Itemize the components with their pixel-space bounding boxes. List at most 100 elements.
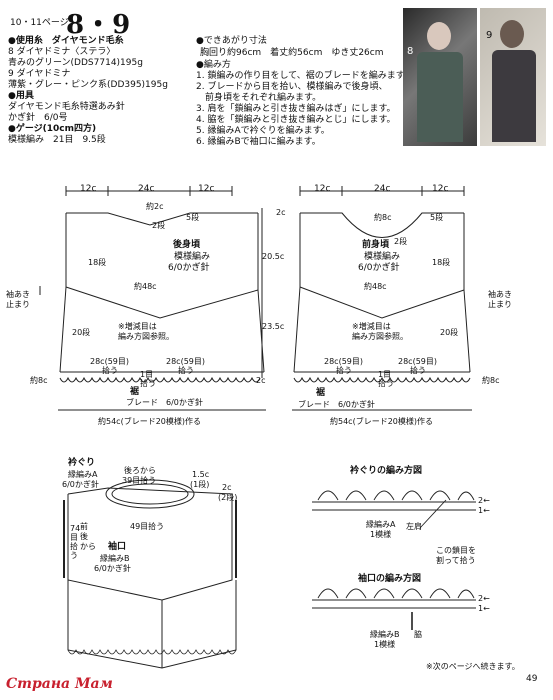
sleeve-depth-2: 2c xyxy=(222,483,232,492)
front-pick-left-sub: 拾う xyxy=(336,366,352,375)
back-note-1: ※増減目は xyxy=(118,322,157,331)
back-side-2c: 2c xyxy=(276,208,286,217)
back-armhole-stop: 袖あき止まり xyxy=(6,290,30,309)
photo-label-8: 8 xyxy=(407,46,414,57)
material-line: かぎ針 6/0号 xyxy=(8,113,68,123)
diagram-b-row1: 1← xyxy=(478,604,490,613)
diagram-b-title: 袖口の編み方図 xyxy=(358,574,422,584)
method-step-line: 5. 縁編みAで衿ぐりを編みます。 xyxy=(196,126,330,136)
neck-depth-1-5-rows: (1段) xyxy=(190,480,210,489)
back-dim-left: 12c xyxy=(80,184,97,194)
front-dim-right: 12c xyxy=(432,184,449,194)
neck-front-pick: 49目拾う xyxy=(130,522,165,531)
back-bottom-width: 約54c(ブレード20模様)作る xyxy=(98,417,201,426)
material-line: ●用具 xyxy=(8,91,34,101)
back-neck-rows: 2段 xyxy=(152,221,166,230)
model-photo-9: 9 xyxy=(480,8,546,146)
back-hem-label: 裾 xyxy=(130,387,140,397)
front-one-stitch-sub: 拾う xyxy=(378,379,394,388)
back-hook: 6/0かぎ針 xyxy=(168,263,210,273)
front-body-outline xyxy=(292,186,472,411)
diagram-cut-note-1: この鎖目を xyxy=(436,546,476,555)
diagram-a-row2: 2← xyxy=(478,496,490,505)
front-note-1: ※増減目は xyxy=(352,322,391,331)
front-rows-18: 18段 xyxy=(432,258,451,267)
neck-back-pick: 後ろから xyxy=(124,466,156,475)
back-rows-18: 18段 xyxy=(88,258,107,267)
method-step-line: 6. 縁編みBで袖口に編みます。 xyxy=(196,137,321,147)
method-steps: 1. 鎖編みの作り目をして、裾のブレードを編みます。2. ブレードから目を拾い、… xyxy=(196,71,413,148)
diagram-b-row2: 2← xyxy=(478,594,490,603)
page-ref: 10・11ページ xyxy=(10,18,69,28)
back-one-stitch-sub: 拾う xyxy=(140,379,156,388)
neck-hook: 6/0かぎ針 xyxy=(62,480,99,489)
neck-title: 衿ぐり xyxy=(68,458,96,468)
continued-note: ※次のページへ続きます。 xyxy=(426,662,520,671)
pattern-numbers: 8・9 xyxy=(66,10,132,40)
method-title: ●編み方 xyxy=(196,60,231,70)
sleeve-depth-2-rows: (2段) xyxy=(218,493,238,502)
front-width: 約48c xyxy=(364,282,387,291)
method-step-line: 前身頃をそれぞれ編みます。 xyxy=(196,93,322,103)
back-rows-20: 20段 xyxy=(72,328,91,337)
material-line: ●ゲージ(10cm四方) xyxy=(8,124,97,134)
material-line: ダイヤモンド毛糸特選あみ針 xyxy=(8,102,125,112)
stitch-diagram-a xyxy=(312,490,476,529)
back-body-outline xyxy=(39,186,266,411)
material-line: 9 ダイヤドミナ xyxy=(8,69,71,79)
back-width: 約48c xyxy=(134,282,157,291)
method-step-line: 2. ブレードから目を拾い、模様編みで後身頃、 xyxy=(196,82,388,92)
back-height-upper: 20.5c xyxy=(262,252,285,261)
back-height-lower: 23.5c xyxy=(262,322,285,331)
diagram-cut-note-2: 割って拾う xyxy=(436,556,476,565)
diagram-a-title: 衿ぐりの編み方図 xyxy=(350,466,423,476)
back-dim-center: 24c xyxy=(138,184,155,194)
material-line: 薄紫・グレー・ピンク系(DD395)195g xyxy=(8,80,168,90)
front-pattern: 模様編み xyxy=(364,252,401,262)
back-note-2: 編み方図参照。 xyxy=(118,332,174,341)
back-braid: ブレード 6/0かぎ針 xyxy=(126,398,203,407)
front-rows-20: 20段 xyxy=(440,328,459,337)
front-armhole-stop: 袖あき止まり xyxy=(488,290,512,309)
stitch-diagram-b xyxy=(312,588,476,630)
front-neck-depth: 約8c xyxy=(374,213,392,222)
method-step-line: 4. 脇を「鎖編みと引き抜き編みとじ」にします。 xyxy=(196,115,396,125)
back-hem-8: 約8c xyxy=(30,376,48,385)
front-pick-right: 28c(59目) xyxy=(398,357,437,366)
back-pick-right: 28c(59目) xyxy=(166,357,205,366)
sleeve-from: から xyxy=(80,542,96,551)
diagram-a-edging: 縁編みA xyxy=(366,520,396,529)
front-body-name: 前身頃 xyxy=(362,240,390,250)
method-step-line: 1. 鎖編みの作り目をして、裾のブレードを編みます。 xyxy=(196,71,413,81)
front-pick-right-sub: 拾う xyxy=(410,366,426,375)
neck-depth-1-5: 1.5c xyxy=(192,470,210,479)
front-dim-left: 12c xyxy=(314,184,331,194)
model-photo-8: 8 xyxy=(403,8,477,146)
back-body-name: 後身頃 xyxy=(173,240,201,250)
diagram-b-side: 脇 xyxy=(414,630,422,639)
back-pick-left: 28c(59目) xyxy=(90,357,129,366)
sleeve-hook: 6/0かぎ針 xyxy=(94,564,131,573)
sleeve-front: 前 xyxy=(80,522,88,531)
front-note-2: 編み方図参照。 xyxy=(352,332,408,341)
front-hook: 6/0かぎ針 xyxy=(358,263,400,273)
diagram-a-row1: 1← xyxy=(478,506,490,515)
finished-title: ●できあがり寸法 xyxy=(196,36,267,46)
finished-size: 胸回り約96cm 着丈約56cm ゆき丈26cm xyxy=(200,48,384,58)
watermark-logo: Страна Мам xyxy=(6,676,113,692)
back-one-stitch: 1目 xyxy=(140,370,154,379)
diagram-b-repeat: 1模様 xyxy=(374,640,396,649)
back-pick-left-sub: 拾う xyxy=(102,366,118,375)
photo-label-9: 9 xyxy=(486,30,493,41)
material-line: 8 ダイヤドミナ〈ステラ〉 xyxy=(8,47,116,57)
front-bottom-width: 約54c(ブレード20模様)作る xyxy=(330,417,433,426)
method-step-line: 3. 肩を「鎖編みと引き抜き編みはぎ」にします。 xyxy=(196,104,396,114)
front-braid: ブレード 6/0かぎ針 xyxy=(298,400,375,409)
back-pattern: 模様編み xyxy=(174,252,211,262)
diagram-b-edging: 縁編みB xyxy=(370,630,400,639)
sleeve-title: 袖口 xyxy=(108,542,127,552)
sleeve-back: 後 xyxy=(80,532,88,541)
assembled-outline xyxy=(63,479,237,669)
